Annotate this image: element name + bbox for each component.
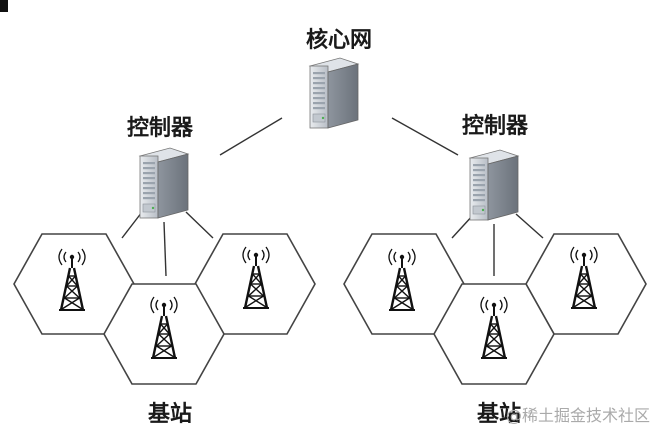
controller-right-server-icon — [469, 149, 519, 221]
link-core-controller-right — [391, 117, 459, 156]
link-core-controller-left — [219, 117, 283, 156]
base-station-left-label: 基站 — [148, 402, 193, 427]
controller-left-label: 控制器 — [127, 116, 194, 141]
watermark: @稀土掘金技术社区 — [505, 406, 650, 425]
link-controller-left-cell-b — [163, 221, 167, 277]
core-network-label: 核心网 — [306, 28, 373, 53]
link-controller-left-cell-c — [185, 211, 214, 239]
link-controller-right-cell-c — [515, 213, 544, 239]
controller-right-label: 控制器 — [462, 114, 529, 139]
core-network-server-icon — [309, 57, 359, 129]
corner-mark — [0, 0, 8, 12]
controller-left-server-icon — [139, 147, 189, 219]
link-controller-left-cell-a — [121, 211, 143, 239]
base-station-right-label: 基站 — [477, 402, 522, 427]
